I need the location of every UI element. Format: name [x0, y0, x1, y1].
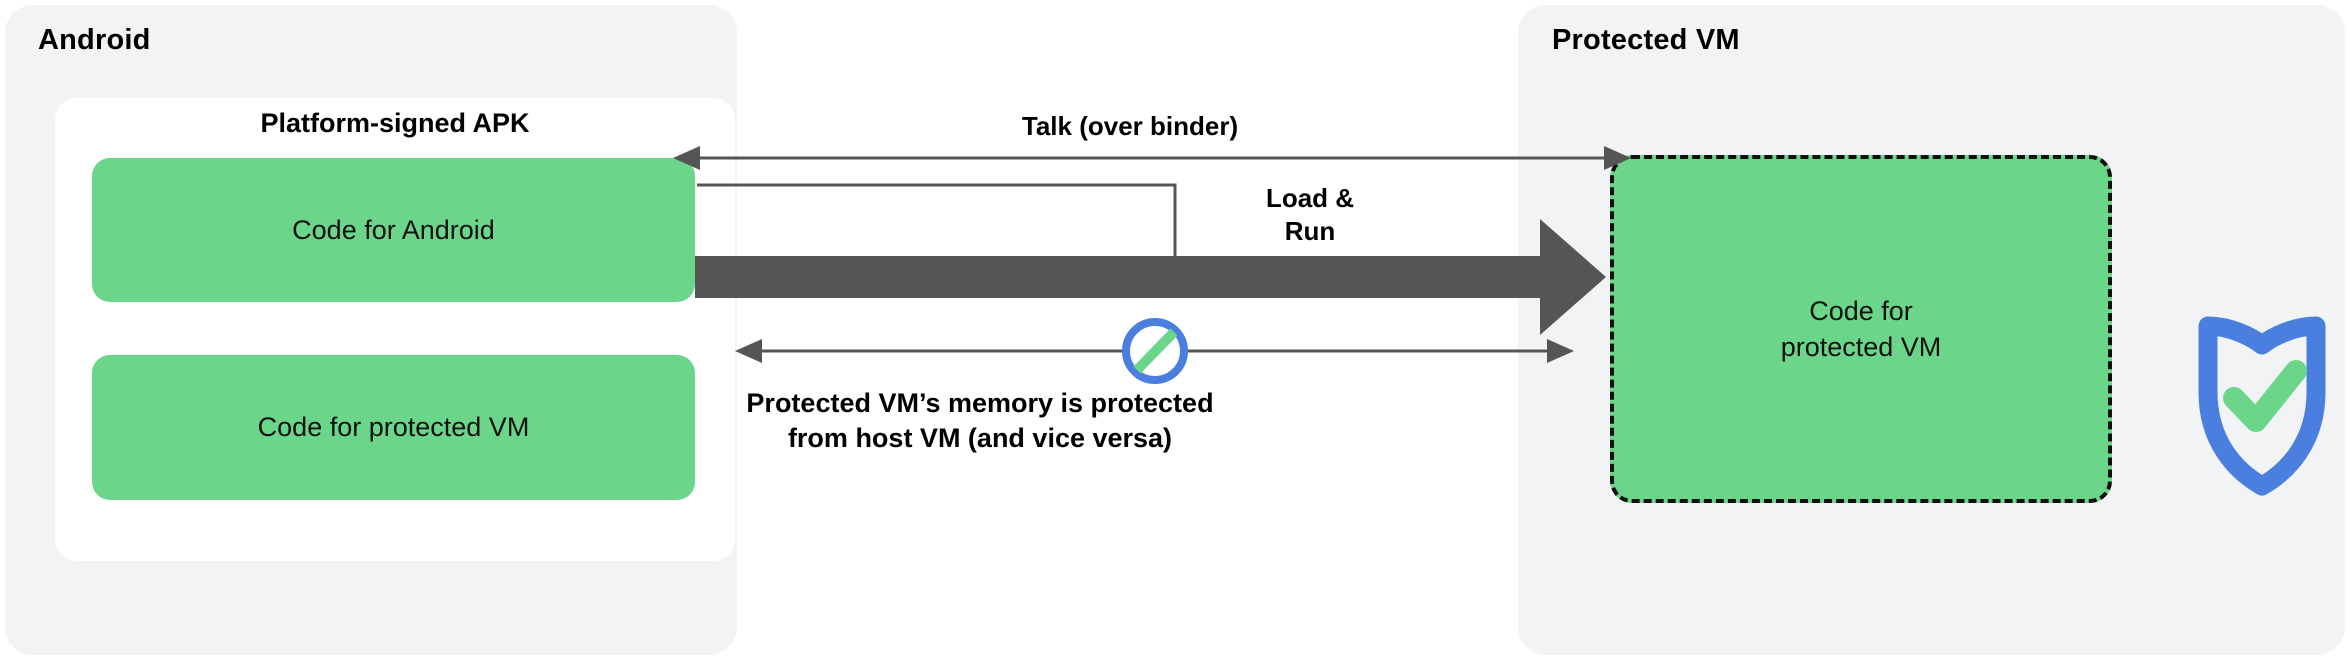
code-for-protected-vm-host-label: Code for protected VM	[257, 412, 530, 443]
load-run-thick-arrow	[695, 219, 1606, 335]
code-for-protected-vm-guest-box: Code for protected VM	[1610, 155, 2112, 503]
memory-protection-caption: Protected VM’s memory is protected from …	[746, 388, 1214, 454]
apk-card-title: Platform-signed APK	[260, 108, 530, 138]
protected-vm-panel-title: Protected VM	[1552, 24, 1740, 56]
android-panel-title: Android	[38, 24, 151, 56]
no-entry-icon	[1122, 318, 1188, 384]
code-for-android-label: Code for Android	[292, 214, 495, 245]
code-for-android-box: Code for Android	[92, 158, 695, 302]
load-and-run-label: Load & Run	[1265, 183, 1355, 246]
code-for-protected-vm-guest-label: Code for protected VM	[1780, 295, 1942, 362]
code-for-protected-vm-host-box: Code for protected VM	[92, 355, 695, 500]
talk-over-binder-label: Talk (over binder)	[1021, 111, 1239, 141]
load-run-connector	[697, 183, 1187, 289]
